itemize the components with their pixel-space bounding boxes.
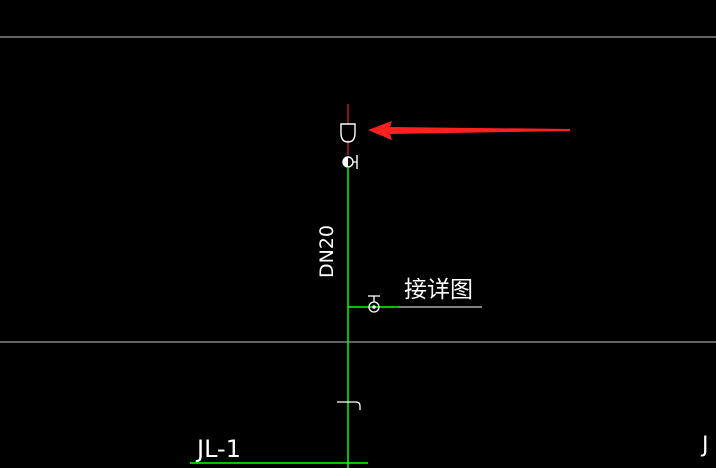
gate-valve-icon[interactable] [368,295,380,313]
pipe-break-symbol [337,401,361,410]
detail-note-label: 接详图 [404,277,473,303]
red-arrow-icon [368,121,570,140]
faucet-icon[interactable] [340,123,356,143]
edge-partial-label: J [700,433,709,458]
valve-icon[interactable] [342,155,358,169]
riser-id-label: JL-1 [195,435,241,463]
pipe-size-label: DN20 [316,225,338,278]
